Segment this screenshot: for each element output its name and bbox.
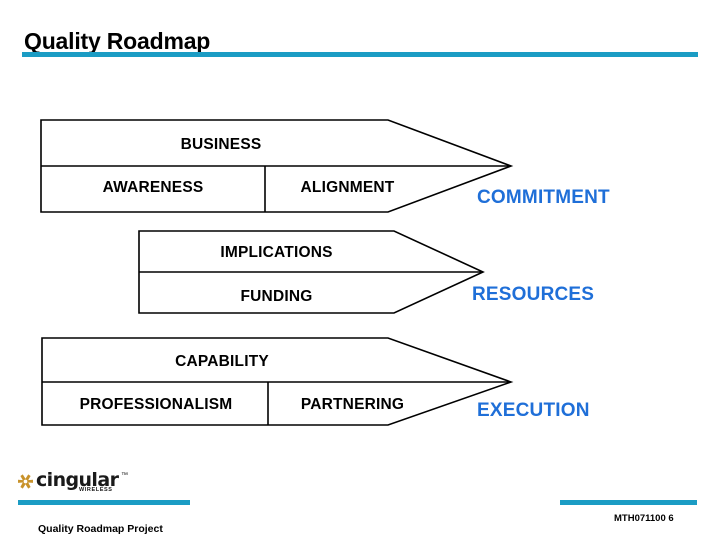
title-accent-rule <box>22 52 698 57</box>
cingular-wordmark: cingular <box>36 469 119 491</box>
outcome-resources: RESOURCES <box>472 284 595 305</box>
footer-slide-id: MTH071100 6 <box>614 513 674 524</box>
arrow-implications-top-label: IMPLICATIONS <box>220 244 333 261</box>
outcome-commitment: COMMITMENT <box>477 187 610 208</box>
arrow-capability-top-label: CAPABILITY <box>175 353 269 370</box>
footer-accent-rule-right <box>560 500 697 505</box>
cingular-trademark: ™ <box>121 472 128 479</box>
footer-project-name: Quality Roadmap Project <box>38 523 163 535</box>
cingular-logo: cingular ™ WIRELESS <box>17 469 137 496</box>
outcome-execution: EXECUTION <box>477 400 590 421</box>
cingular-jack-icon <box>18 474 33 489</box>
arrow-business-top-label: BUSINESS <box>180 136 262 153</box>
arrow-implications-bottom-right-label: FUNDING <box>240 288 313 305</box>
arrow-business-bottom-left-label: AWARENESS <box>102 179 204 196</box>
cingular-subtext: WIRELESS <box>79 487 113 493</box>
arrow-capability-bottom-right-label: PARTNERING <box>300 396 405 413</box>
arrow-capability[interactable] <box>41 337 514 426</box>
arrow-implications[interactable] <box>138 230 485 314</box>
arrow-capability-bottom-left-label: PROFESSIONALISM <box>79 396 233 413</box>
page-title: Quality Roadmap <box>24 28 211 54</box>
arrow-business-bottom-right-label: ALIGNMENT <box>300 179 395 196</box>
arrow-business[interactable] <box>40 119 514 213</box>
footer-accent-rule-left <box>18 500 190 505</box>
